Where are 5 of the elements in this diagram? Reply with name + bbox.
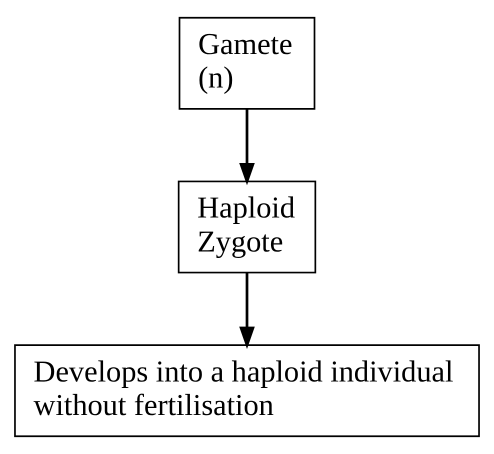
node-box: Haploid Zygote bbox=[178, 180, 316, 274]
arrow bbox=[239, 272, 255, 349]
arrow bbox=[239, 109, 255, 186]
node-box: Develops into a haploid individual without fertilisation bbox=[14, 344, 480, 438]
node-box: Gamete (n) bbox=[178, 16, 316, 110]
